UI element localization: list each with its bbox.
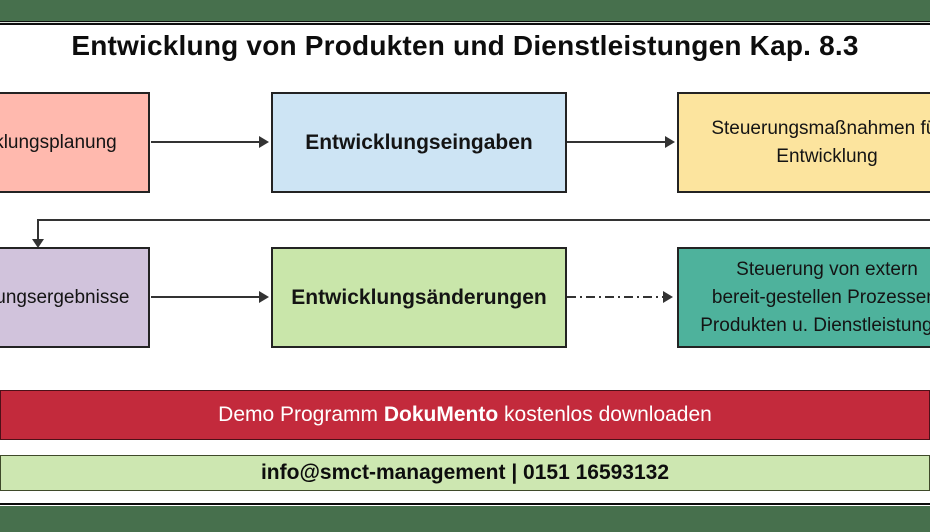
flow-node-entwicklungsplanung: Entwicklungsplanung: [0, 92, 150, 193]
header-divider-line-2: [0, 23, 930, 25]
arrowhead-right-icon: [663, 291, 673, 303]
arrow-results-to-changes: [151, 296, 261, 298]
flow-node-entwicklungsaenderungen: Entwicklungsänderungen: [271, 247, 567, 348]
contact-banner: info@smct-management | 0151 16593132: [0, 455, 930, 491]
flow-node-label: Entwicklungsänderungen: [291, 285, 547, 309]
footer-divider-line: [0, 503, 930, 505]
flow-node-steuerung-extern: Steuerung von extern bereit-gestellen Pr…: [677, 247, 930, 348]
flow-node-label-line: Entwicklung: [776, 145, 878, 167]
flow-node-steuerungsmassnahmen: Steuerungsmaßnahmen für Entwicklung: [677, 92, 930, 193]
flow-node-label-line: bereit-gestellen Prozessen,: [711, 286, 930, 308]
header-divider-gap: [0, 22, 930, 23]
arrow-planning-to-inputs: [151, 141, 261, 143]
flow-node-label-line: Steuerungsmaßnahmen für: [711, 117, 930, 139]
arrowhead-right-icon: [259, 291, 269, 303]
feedback-connector-horizontal: [37, 219, 930, 221]
flow-node-entwicklungsergebnisse: Entwicklungsergebnisse: [0, 247, 150, 348]
arrowhead-right-icon: [259, 136, 269, 148]
demo-banner-text-prefix: Demo Programm: [218, 403, 384, 426]
demo-banner-product-name: DokuMento: [383, 403, 499, 426]
flow-node-label: Entwicklungsplanung: [0, 131, 117, 153]
arrowhead-right-icon: [665, 136, 675, 148]
footer-bar: [0, 506, 930, 532]
arrowhead-down-icon: [32, 239, 44, 248]
dashdot-arrow-changes-to-external: [567, 296, 665, 298]
demo-download-banner[interactable]: Demo Programm DokuMento kostenlos downlo…: [0, 390, 930, 440]
contact-banner-text: info@smct-management | 0151 16593132: [260, 461, 670, 484]
demo-banner-text-suffix: kostenlos downloaden: [498, 403, 712, 426]
flow-node-label: Entwicklungsergebnisse: [0, 286, 130, 308]
header-bar: [0, 0, 930, 21]
flow-node-label-line: Produkten u. Dienstleistungen: [700, 314, 930, 336]
page-title: Entwicklung von Produkten und Dienstleis…: [71, 30, 859, 61]
feedback-connector-vertical: [37, 219, 39, 241]
flow-node-label-line: Steuerung von extern: [736, 258, 918, 280]
arrow-inputs-to-controls: [567, 141, 667, 143]
header-divider-line: [0, 21, 930, 22]
flow-node-label: Entwicklungseingaben: [305, 130, 533, 154]
flow-node-entwicklungseingaben: Entwicklungseingaben: [271, 92, 567, 193]
